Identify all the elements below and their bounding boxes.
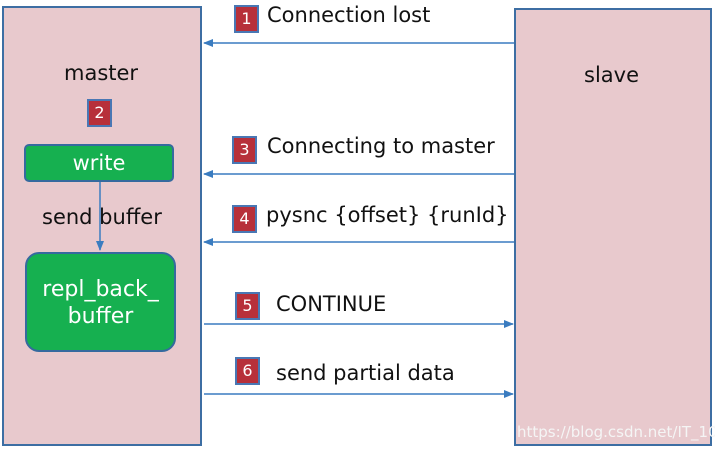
slave-title: slave (584, 63, 639, 87)
watermark: https://blog.csdn.net/IT_10 (517, 423, 715, 441)
step-badge-6: 6 (235, 357, 260, 385)
slave-node (514, 8, 712, 446)
step-badge-2: 2 (87, 99, 112, 127)
step-badge-4: 4 (232, 205, 257, 233)
repl-box-line1: repl_back_ (42, 277, 159, 302)
step-badge-5: 5 (235, 292, 260, 320)
repl-box-line2: buffer (67, 304, 134, 329)
step-label-1: Connection lost (267, 3, 431, 27)
step-badge-3: 3 (232, 136, 257, 164)
master-title: master (64, 61, 139, 85)
step-label-6: send partial data (276, 361, 455, 385)
step-label-3: Connecting to master (267, 134, 495, 158)
master-node (2, 6, 202, 446)
step-badge-1: 1 (234, 5, 259, 33)
step-label-4: pysnc {offset} {runId} (266, 203, 509, 227)
send-buffer-label: send buffer (42, 205, 162, 229)
step-label-5: CONTINUE (276, 292, 387, 316)
write-box: write (24, 144, 174, 182)
repl-back-buffer-box: repl_back_ buffer (25, 252, 176, 352)
